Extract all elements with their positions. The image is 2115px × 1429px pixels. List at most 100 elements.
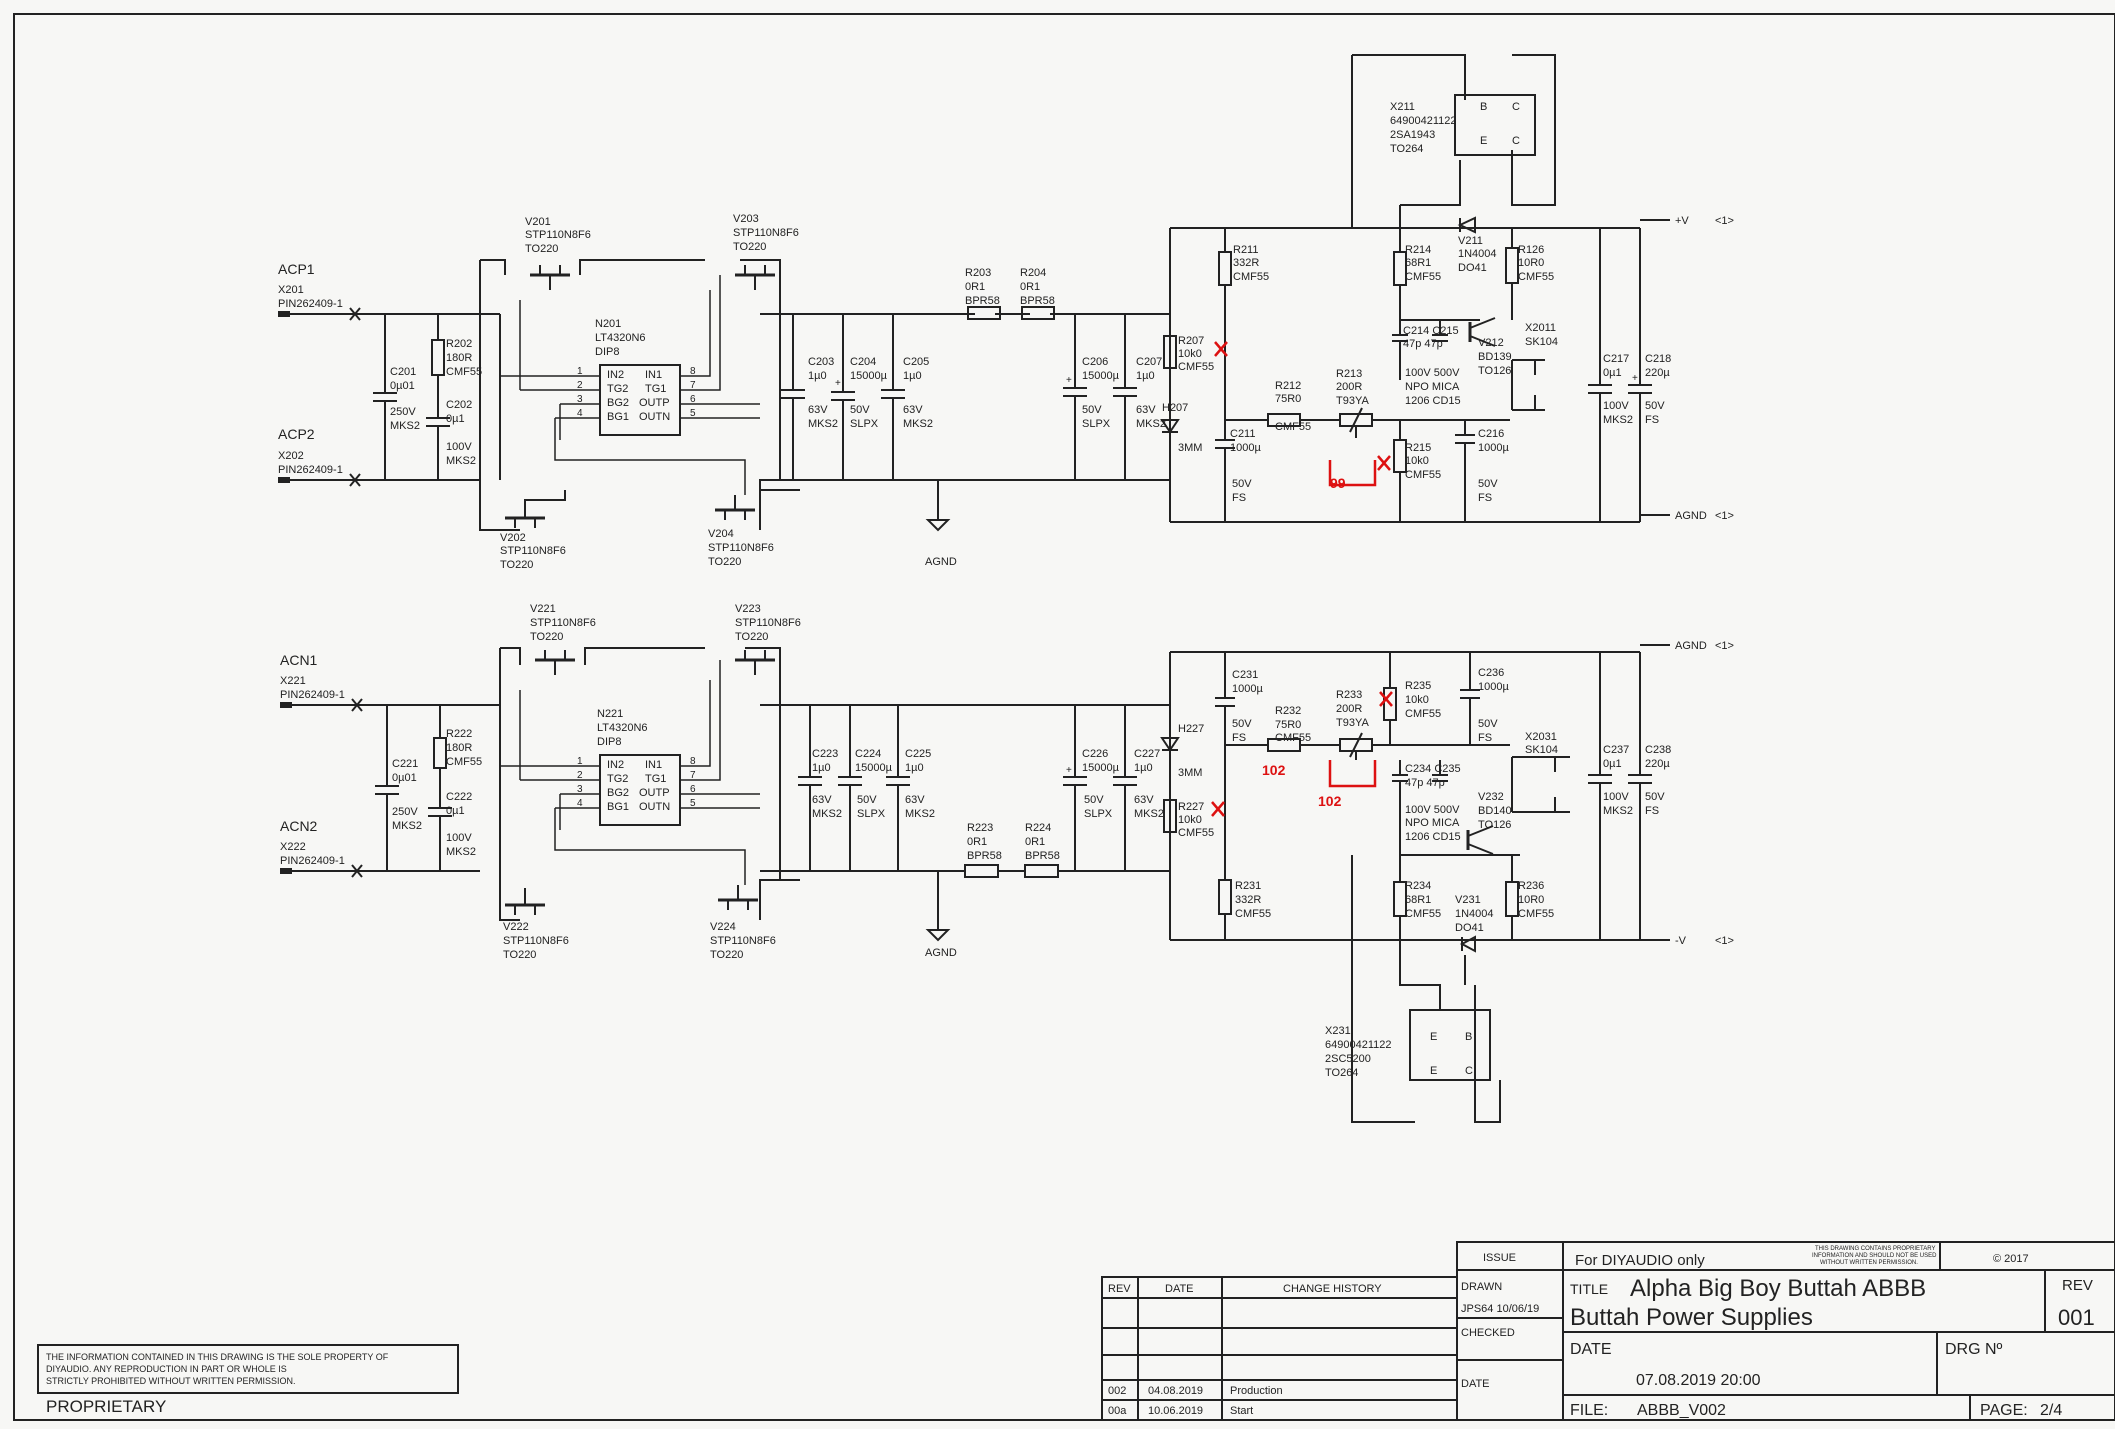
c214-c215-type: NPO MICA xyxy=(1405,381,1460,393)
r233-ref: R233 xyxy=(1336,689,1362,701)
n201-pins: IN2 TG2 BG2 BG1 IN1 TG1 OUTP OUTN 1 2 3 … xyxy=(577,366,696,423)
svg-text:1: 1 xyxy=(577,756,583,767)
h207-type: 3MM xyxy=(1178,442,1202,454)
r212-symbol xyxy=(1267,413,1301,427)
page-value: 2/4 xyxy=(2040,1402,2062,1419)
r234-type: CMF55 xyxy=(1405,908,1441,920)
svg-text:B: B xyxy=(1480,101,1487,113)
c226-ref: C226 xyxy=(1082,748,1108,760)
r227-type: CMF55 xyxy=(1178,827,1214,839)
c214-c215-voltage: 100V 500V xyxy=(1405,367,1460,379)
connector-x-marks xyxy=(349,307,361,487)
n201-pkg: DIP8 xyxy=(595,346,619,358)
r214-type: CMF55 xyxy=(1405,271,1441,283)
header-date: DATE xyxy=(1165,1283,1194,1295)
c203-val: 1µ0 xyxy=(808,370,827,382)
svg-text:OUTN: OUTN xyxy=(639,411,670,423)
history-row-rev: 002 xyxy=(1108,1385,1126,1397)
r215-type: CMF55 xyxy=(1405,469,1441,481)
r202-ref: R202 xyxy=(446,338,472,350)
x201-ref: X201 xyxy=(278,284,304,296)
v211-diode-symbol xyxy=(1457,216,1476,234)
c201-val: 0µ01 xyxy=(390,380,415,392)
c237-type: MKS2 xyxy=(1603,805,1633,817)
n221-part: LT4320N6 xyxy=(597,722,648,734)
handwritten-99: 99 xyxy=(1330,475,1346,491)
agnd-symbol-label-neg: AGND xyxy=(925,947,957,959)
r204-ref: R204 xyxy=(1020,267,1046,279)
history-row-rev: 00a xyxy=(1108,1405,1127,1417)
svg-text:OUTP: OUTP xyxy=(639,397,670,409)
c226-voltage: 50V xyxy=(1084,794,1104,806)
r232-val: 75R0 xyxy=(1275,719,1301,731)
c222-type: MKS2 xyxy=(446,846,476,858)
r214-symbol xyxy=(1393,251,1407,286)
r222-ref: R222 xyxy=(446,728,472,740)
c221-val: 0µ01 xyxy=(392,772,417,784)
r212-ref: R212 xyxy=(1275,380,1301,392)
c214-c215-vals: 47p 47p xyxy=(1403,338,1443,350)
svg-text:6: 6 xyxy=(690,784,696,795)
r212-type: CMF55 xyxy=(1275,421,1311,433)
c205-ref: C205 xyxy=(903,356,929,368)
c227-voltage: 63V xyxy=(1134,794,1154,806)
c216-ref: C216 xyxy=(1478,428,1504,440)
r202-symbol xyxy=(431,339,445,376)
date-label: DATE xyxy=(1570,1341,1611,1358)
vminus-sheetref: <1> xyxy=(1715,935,1734,947)
c201-voltage: 250V xyxy=(390,406,416,418)
r227-val: 10k0 xyxy=(1178,814,1202,826)
svg-text:IN2: IN2 xyxy=(607,369,624,381)
c211-val: 1000µ xyxy=(1230,442,1261,454)
sheet-border xyxy=(13,13,2115,1421)
c238-voltage: 50V xyxy=(1645,791,1665,803)
dc-rail-wires-neg xyxy=(760,704,1170,872)
c236-val: 1000µ xyxy=(1478,681,1509,693)
r214-ref: R214 xyxy=(1405,244,1431,256)
vminus-net: -V xyxy=(1675,935,1687,947)
history-row-date: 04.08.2019 xyxy=(1148,1385,1203,1397)
c234-c235-type: NPO MICA xyxy=(1405,817,1460,829)
c225-symbol xyxy=(886,705,910,871)
svg-text:+: + xyxy=(1632,373,1638,384)
c202-type: MKS2 xyxy=(446,455,476,467)
v232-part: BD140 xyxy=(1478,805,1512,817)
red-bracket-top xyxy=(1328,460,1377,487)
drg-label: DRG Nº xyxy=(1945,1341,2003,1358)
x201-part: PIN262409-1 xyxy=(278,298,343,310)
v231-part: 1N4004 xyxy=(1455,908,1494,920)
r126-ref: R126 xyxy=(1518,244,1544,256)
svg-text:2: 2 xyxy=(577,380,583,391)
v223-symbol xyxy=(744,650,766,675)
c206-val: 15000µ xyxy=(1082,370,1120,382)
c234-c235-pkg: 1206 CD15 xyxy=(1405,831,1461,843)
negative-supply: ACN1 X221 PIN262409-1 ACN2 X222 PIN26240… xyxy=(280,603,1734,1123)
c204-val: 15000µ xyxy=(850,370,888,382)
r235-val: 10k0 xyxy=(1405,694,1429,706)
c203-ref: C203 xyxy=(808,356,834,368)
c218-voltage: 50V xyxy=(1645,400,1665,412)
svg-text:C: C xyxy=(1512,135,1520,147)
v221-ref: V221 xyxy=(530,603,556,615)
c236-voltage: 50V xyxy=(1478,718,1498,730)
r207-symbol xyxy=(1163,335,1177,369)
rail-stubs-neg xyxy=(1640,644,1670,941)
connector-x-marks-neg xyxy=(351,698,363,878)
r224-ref: R224 xyxy=(1025,822,1051,834)
handwritten-102-a: 102 xyxy=(1262,762,1286,778)
c214-c215-symbols xyxy=(1392,320,1448,380)
r231-type: CMF55 xyxy=(1235,908,1271,920)
c211-ref: C211 xyxy=(1230,428,1255,440)
acp2-label: ACP2 xyxy=(278,426,315,442)
n201-ic-body xyxy=(599,364,681,436)
proprietary-note-1: THIS DRAWING CONTAINS PROPRIETARY xyxy=(1815,1246,1935,1252)
history-row-change: Start xyxy=(1230,1405,1253,1417)
c223-symbol xyxy=(798,705,822,871)
c201-type: MKS2 xyxy=(390,420,420,432)
svg-text:BG2: BG2 xyxy=(607,787,629,799)
checked-label: CHECKED xyxy=(1461,1327,1515,1339)
r234-val: 68R1 xyxy=(1405,894,1431,906)
proprietary-label: PROPRIETARY xyxy=(46,1397,166,1416)
x231-device: 2SC5200 xyxy=(1325,1053,1371,1065)
x2011-part: SK104 xyxy=(1525,336,1558,348)
